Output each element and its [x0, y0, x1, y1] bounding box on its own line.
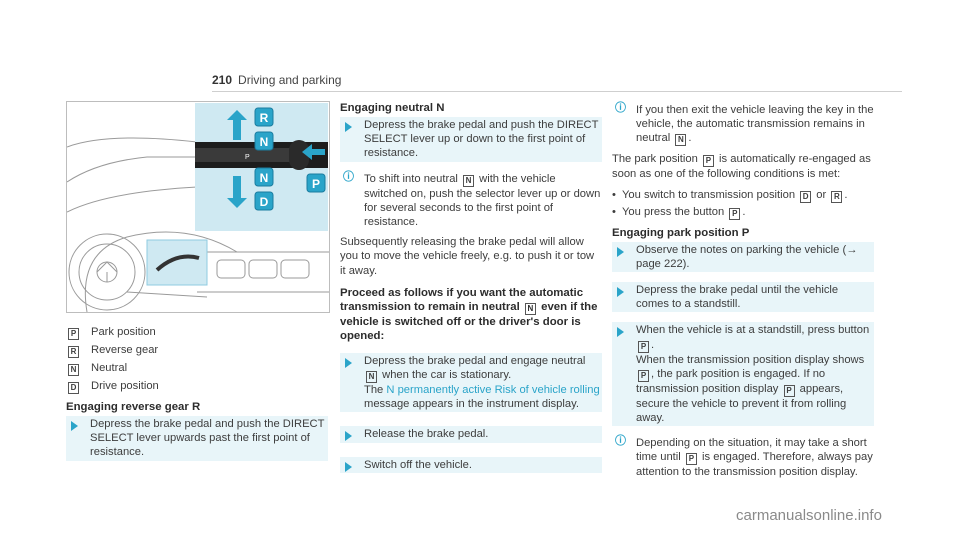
info-icon: ⓘ: [615, 102, 626, 114]
key-d-icon: D: [68, 382, 79, 394]
page-number: 210: [212, 73, 233, 87]
step-neutral: Depress the brake pedal and push the DIR…: [340, 117, 602, 162]
list-item: You switch to transmission position D or…: [612, 188, 874, 203]
key-n-icon: N: [68, 364, 79, 376]
step-engage-neutral: Depress the brake pedal and engage neutr…: [340, 352, 602, 413]
header-rule: [212, 91, 902, 92]
key-p-icon: P: [638, 340, 649, 353]
key-d-icon: D: [800, 190, 812, 203]
lever-label-p: P: [245, 154, 250, 161]
page-reference[interactable]: → page 222: [636, 243, 858, 270]
conditions-list: You switch to transmission position D or…: [612, 188, 874, 220]
key-p-icon: P: [638, 369, 649, 382]
key-p-icon: P: [702, 155, 714, 168]
key-p-icon: P: [729, 207, 741, 220]
heading-reverse: Engaging reverse gear R: [66, 401, 201, 413]
paragraph-park-reengaged: The park position P is automatically re-…: [612, 153, 871, 181]
label-d: D: [260, 195, 269, 209]
display-message: N permanently active Risk of vehicle rol…: [386, 384, 600, 397]
label-n-upper: N: [260, 135, 269, 149]
step-observe-notes: Observe the notes on parking the vehicle…: [612, 241, 874, 273]
heading-neutral: Engaging neutral N: [340, 102, 445, 114]
info-icon: ⓘ: [343, 170, 354, 183]
dashboard-illustration: R N N D P P: [67, 103, 329, 312]
key-r-icon: R: [68, 346, 79, 358]
step-reverse: Depress the brake pedal and push the DIR…: [66, 416, 328, 461]
heading-remain-neutral: Proceed as follows if you want the autom…: [340, 286, 598, 342]
step-brake-standstill: Depress the brake pedal until the vehicl…: [612, 282, 874, 313]
page-header: 210 Driving and parking: [212, 73, 341, 87]
label-r: R: [260, 111, 269, 125]
step-switch-off: Switch off the vehicle.: [340, 456, 602, 473]
step-release-brake: Release the brake pedal.: [340, 426, 602, 443]
step-press-park: When the vehicle is at a standstill, pre…: [612, 322, 874, 427]
key-p-icon: P: [685, 453, 697, 466]
column-3: ⓘ If you then exit the vehicle leaving t…: [612, 101, 874, 486]
label-p: P: [312, 177, 320, 191]
watermark: carmanualsonline.info: [736, 507, 882, 524]
key-n-icon: N: [463, 174, 475, 187]
key-p-icon: P: [783, 384, 795, 397]
info-icon: ⓘ: [615, 435, 626, 448]
key-n-icon: N: [675, 134, 687, 147]
key-p-icon: P: [68, 328, 79, 340]
section-title: Driving and parking: [238, 73, 342, 87]
key-n-icon: N: [366, 371, 377, 384]
note-key-in-vehicle: ⓘ If you then exit the vehicle leaving t…: [615, 102, 874, 147]
heading-park: Engaging park position P: [612, 226, 750, 239]
key-r-icon: R: [831, 190, 843, 203]
key-n-icon: N: [524, 302, 536, 315]
list-item: You press the button P.: [612, 205, 874, 220]
label-n-lower: N: [260, 171, 269, 185]
selector-lever-figure: R N N D P P: [66, 101, 330, 313]
note-park-delay: ⓘ Depending on the situation, it may tak…: [615, 435, 873, 479]
paragraph-release: Subsequently releasing the brake pedal w…: [340, 236, 595, 277]
column-2: Engaging neutral N Depress the brake ped…: [340, 101, 602, 483]
note-neutral: ⓘ To shift into neutral N with the vehic…: [343, 170, 601, 229]
